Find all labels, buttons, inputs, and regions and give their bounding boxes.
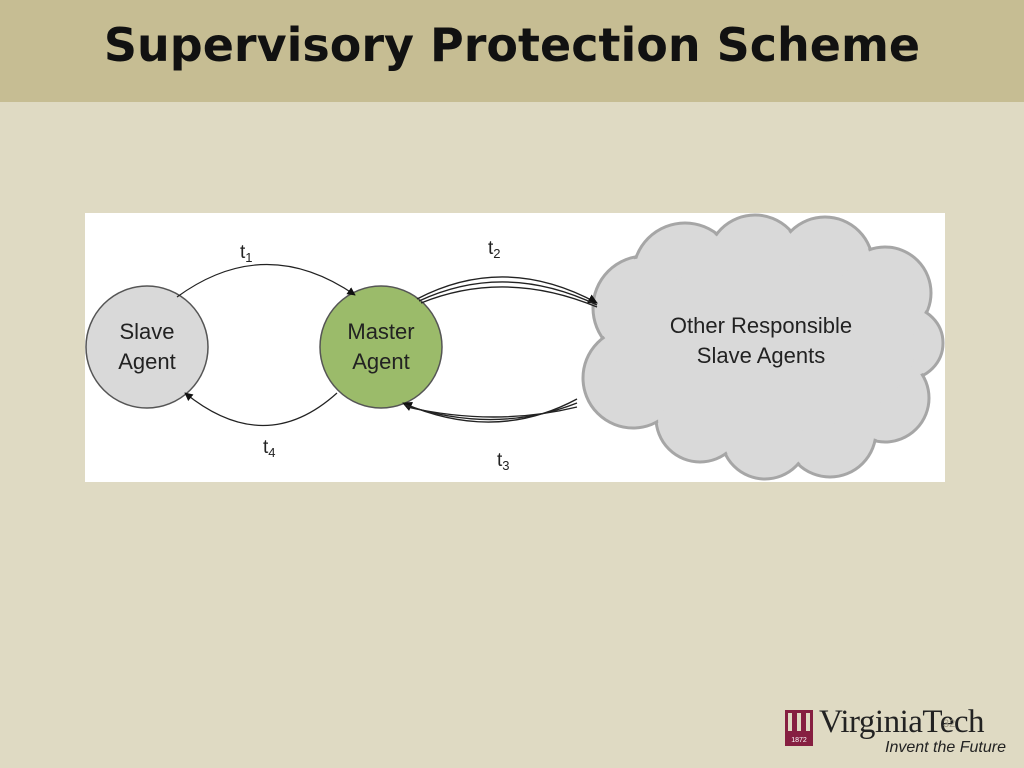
- title-bar: [0, 0, 1024, 102]
- other-agents-label-line1: Other Responsible: [670, 313, 852, 338]
- master-agent-node: [319, 285, 443, 409]
- slide-title: Supervisory Protection Scheme: [103, 18, 921, 72]
- edge-t2: [416, 276, 598, 308]
- logo-year: 1872: [791, 737, 807, 744]
- master-agent-label-line2: Agent: [352, 349, 410, 374]
- edge-t2-label: t2: [488, 238, 501, 261]
- other-agents-label-line2: Slave Agents: [697, 343, 825, 368]
- logo-name: VirginiaTech: [819, 704, 985, 740]
- shield-icon: 1872: [785, 710, 813, 746]
- edge-t1-label: t1: [240, 242, 253, 265]
- cloud-shape: [581, 213, 945, 481]
- edge-t3: [402, 398, 578, 423]
- diagram-canvas: Other Responsible Slave Agents Slave Age…: [85, 213, 945, 481]
- slave-agent-label-line2: Agent: [118, 349, 176, 374]
- virginia-tech-logo: 1872 VirginiaTech Invent the Future: [783, 704, 1019, 762]
- edge-t3-label: t3: [497, 450, 510, 473]
- diagram: Other Responsible Slave Agents Slave Age…: [85, 213, 945, 482]
- slave-agent-node: [85, 285, 209, 409]
- master-agent-label-line1: Master: [347, 319, 414, 344]
- edge-t4: [184, 392, 338, 427]
- logo-tagline: Invent the Future: [885, 739, 1006, 756]
- page-number: 32: [943, 718, 956, 730]
- edge-t1: [176, 263, 356, 298]
- slave-agent-label-line1: Slave: [119, 319, 174, 344]
- edge-t4-label: t4: [263, 437, 276, 460]
